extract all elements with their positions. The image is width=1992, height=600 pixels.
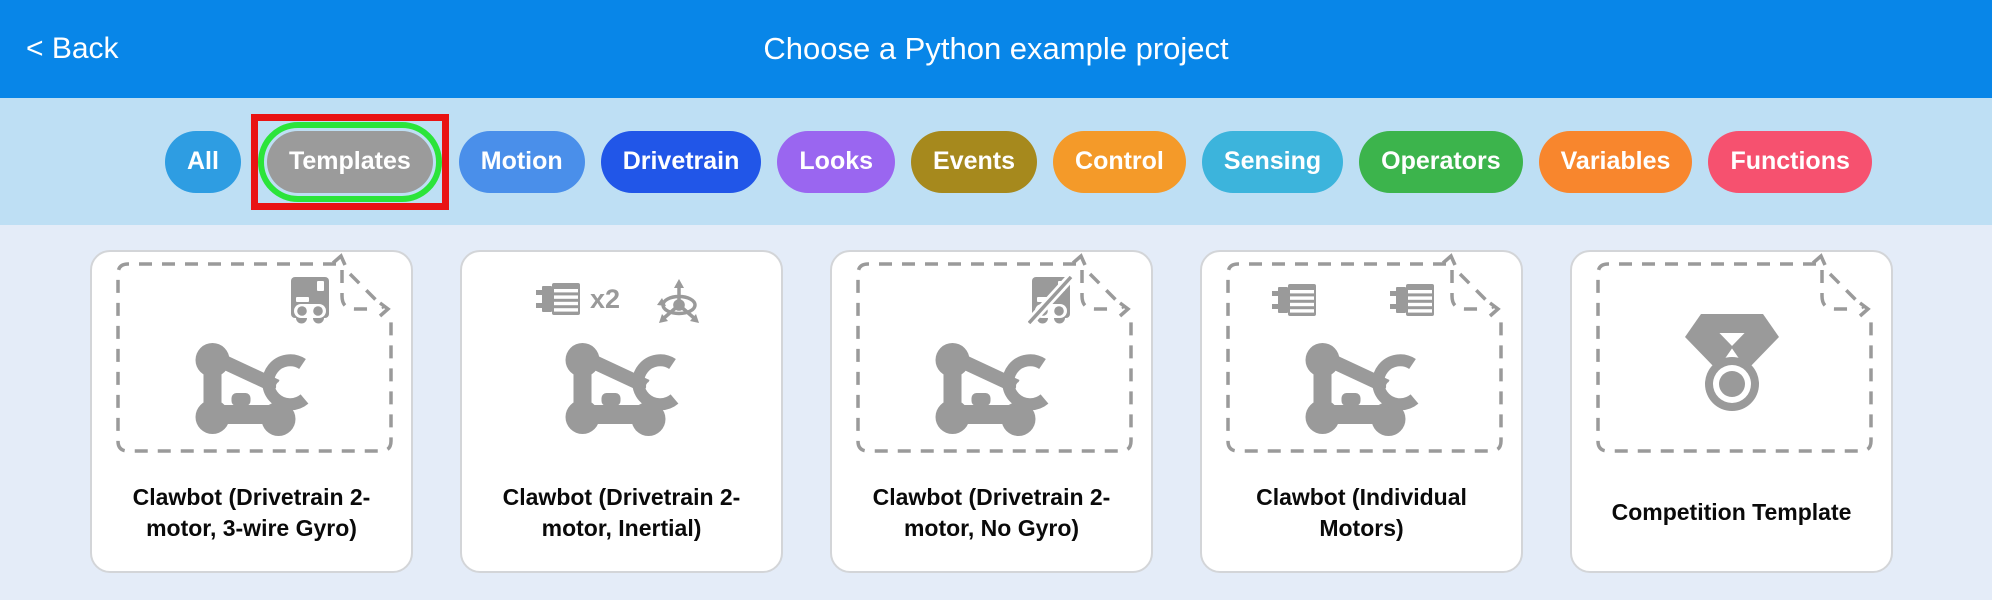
- filter-motion[interactable]: Motion: [458, 130, 585, 193]
- filter-chip-wrap: Drivetrain: [600, 130, 762, 193]
- clawbot-icon: [1305, 343, 1418, 436]
- motor-icon: [536, 283, 580, 315]
- project-card[interactable]: x2 Clawbot (Drivetrain 2-motor, Inertial…: [460, 250, 783, 573]
- project-card-title: Clawbot (Drivetrain 2-motor, 3-wire Gyro…: [132, 483, 371, 541]
- clawbot-icon: [565, 343, 678, 436]
- project-card-art: [1572, 252, 1891, 464]
- project-card[interactable]: Clawbot (Individual Motors): [1200, 250, 1523, 573]
- clawbot-main-icon: [184, 340, 319, 443]
- project-card[interactable]: Clawbot (Drivetrain 2-motor, No Gyro): [830, 250, 1153, 573]
- dashed-page-outline: [1596, 253, 1873, 453]
- filter-chip-wrap: Events: [911, 130, 1038, 193]
- filter-looks[interactable]: Looks: [777, 130, 896, 193]
- dashed-page-outline: [1226, 253, 1503, 453]
- filter-chip-wrap: Functions: [1708, 130, 1872, 193]
- filter-variables[interactable]: Variables: [1538, 130, 1693, 193]
- clawbot-main-icon: [1294, 340, 1429, 443]
- filter-events[interactable]: Events: [911, 130, 1038, 193]
- gyro-sensor-badge: [288, 276, 332, 324]
- project-card[interactable]: Clawbot (Drivetrain 2-motor, 3-wire Gyro…: [90, 250, 413, 573]
- filter-functions[interactable]: Functions: [1708, 130, 1872, 193]
- filter-sensing[interactable]: Sensing: [1201, 130, 1344, 193]
- inertial-sensor-icon: [657, 279, 699, 323]
- dashed-page-outline: [116, 253, 393, 453]
- medal-icon: [1684, 314, 1779, 411]
- medal-main-icon: [1679, 308, 1785, 419]
- no-gyro-sensor-icon: [1028, 276, 1074, 324]
- filter-templates[interactable]: Templates: [257, 121, 442, 202]
- page-title: Choose a Python example project: [763, 31, 1229, 66]
- gyro-sensor-icon: [291, 277, 329, 324]
- back-button[interactable]: < Back: [26, 32, 119, 65]
- dashed-page-outline: [856, 253, 1133, 453]
- filter-operators[interactable]: Operators: [1359, 130, 1523, 193]
- project-card-art: [1202, 252, 1521, 464]
- project-card-title: Clawbot (Drivetrain 2-motor, Inertial): [502, 483, 741, 541]
- clawbot-main-icon: [554, 340, 689, 443]
- project-card-title: Clawbot (Drivetrain 2-motor, No Gyro): [872, 483, 1111, 541]
- filter-chip-wrap: Motion: [458, 130, 585, 193]
- clawbot-icon: [935, 343, 1048, 436]
- project-card-title: Competition Template: [1611, 499, 1852, 525]
- motor-icon: [1272, 284, 1316, 316]
- project-card-art: [92, 252, 411, 464]
- filter-chip-wrap: All: [165, 130, 241, 193]
- filter-chip-wrap: Looks: [777, 130, 896, 193]
- filter-chip-wrap: Sensing: [1201, 130, 1344, 193]
- filter-all[interactable]: All: [165, 130, 241, 193]
- filter-chip-wrap: Variables: [1538, 130, 1693, 193]
- clawbot-main-icon: [924, 340, 1059, 443]
- project-card-title: Clawbot (Individual Motors): [1256, 483, 1467, 541]
- motor-icon: [1390, 284, 1434, 316]
- project-card-art: x2: [462, 252, 781, 464]
- motor-badge: [1390, 283, 1438, 317]
- filter-chip-wrap: Control: [1053, 130, 1186, 193]
- dialog-header: < Back Choose a Python example project: [0, 0, 1992, 98]
- project-card-art: [832, 252, 1151, 464]
- motor-badge: x2: [536, 282, 620, 316]
- filter-drivetrain[interactable]: Drivetrain: [600, 130, 762, 193]
- filter-control[interactable]: Control: [1053, 130, 1186, 193]
- motor-badge: [1272, 283, 1320, 317]
- project-grid: Clawbot (Drivetrain 2-motor, 3-wire Gyro…: [0, 225, 1992, 573]
- no-gyro-sensor-badge: [1028, 276, 1074, 324]
- project-card[interactable]: Competition Template: [1570, 250, 1893, 573]
- clawbot-icon: [195, 343, 308, 436]
- motor-count-label: x2: [590, 283, 621, 314]
- filter-chip-wrap: Templates: [250, 113, 449, 210]
- filter-chip-wrap: Operators: [1359, 130, 1523, 193]
- inertial-sensor-badge: [654, 278, 704, 324]
